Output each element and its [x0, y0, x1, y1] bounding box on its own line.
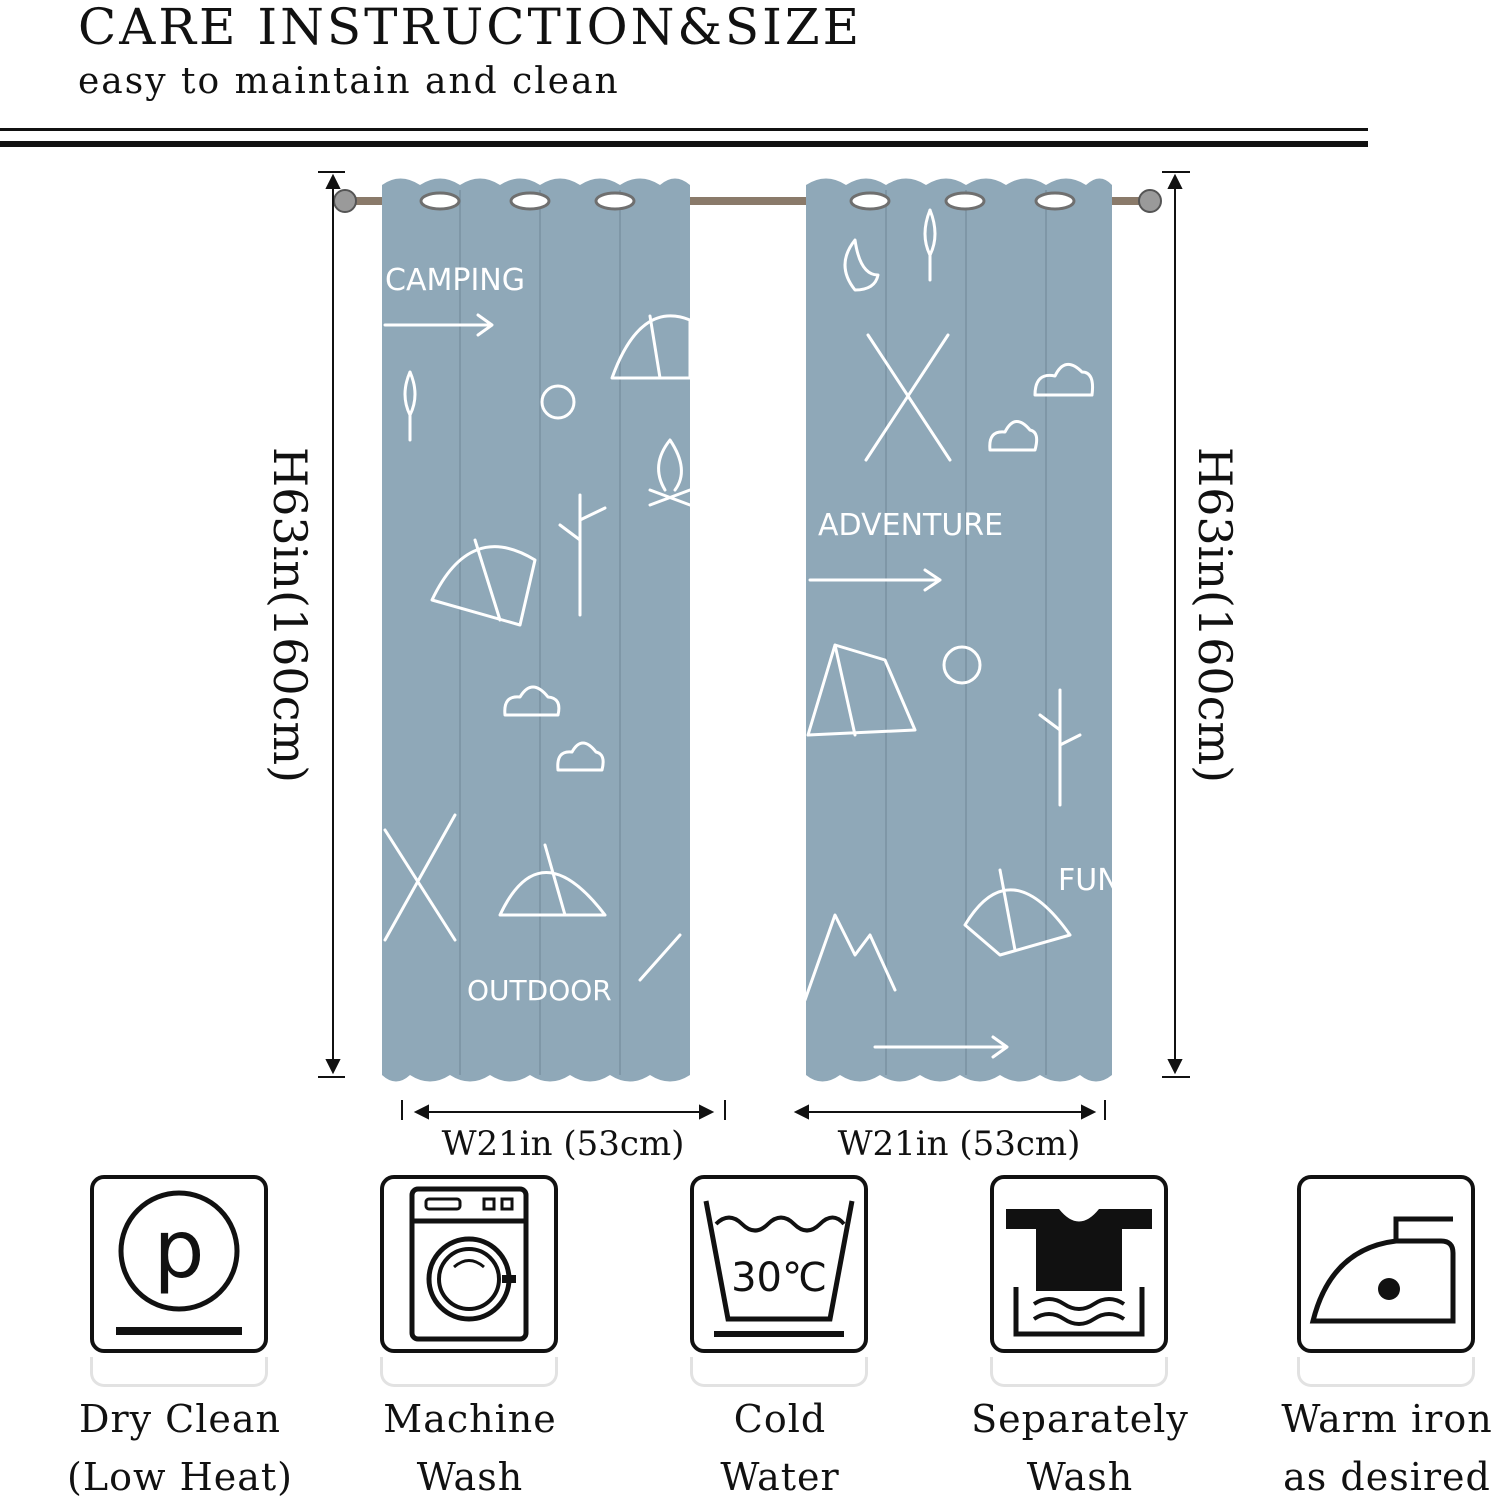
dimension-lines — [318, 171, 1190, 1120]
moon-icon — [843, 238, 880, 292]
separate-wash-icon — [990, 1175, 1168, 1353]
right-curtain-panel — [806, 178, 1112, 1082]
reflection — [990, 1357, 1168, 1387]
camping-doodles — [383, 208, 1094, 1059]
sun-icon — [942, 645, 982, 685]
height-label-left: H63in(160cm) — [263, 446, 317, 784]
signpost-icon — [1038, 688, 1082, 807]
care-item-cold-water: 30℃ Cold Water — [655, 1175, 905, 1499]
arrow-icon — [873, 1035, 1009, 1059]
page-subtitle: easy to maintain and clean — [78, 61, 620, 102]
care-item-dry-clean: p Dry Clean (Low Heat) — [55, 1175, 305, 1499]
print-words: CAMPING OUTDOOR ADVENTURE FUN — [385, 263, 1120, 1007]
cloud-icon — [988, 420, 1039, 452]
left-panel-fabric — [382, 178, 690, 1082]
left-curtain-panel — [382, 178, 690, 1082]
care-label: Warm iron as desired — [1281, 1397, 1493, 1499]
campfire-icon — [648, 438, 692, 507]
svg-text:30℃: 30℃ — [731, 1255, 827, 1301]
reflection — [90, 1357, 268, 1387]
print-word-camping: CAMPING — [385, 263, 525, 298]
crossed-arrows-icon — [864, 333, 952, 462]
header-divider-thick — [0, 141, 1368, 147]
care-label: Dry Clean (Low Heat) — [67, 1397, 293, 1499]
tent-icon — [498, 843, 607, 917]
grommets — [419, 191, 1076, 211]
tent-icon — [430, 538, 537, 627]
wash-tub-icon: 30℃ — [690, 1175, 868, 1353]
care-label: Machine Wash — [383, 1397, 557, 1499]
tent-icon — [806, 643, 917, 737]
arrow-icon — [383, 313, 494, 337]
width-label-right: W21in (53cm) — [837, 1124, 1081, 1164]
crossed-arrows-icon — [383, 813, 457, 942]
sun-icon — [540, 384, 576, 420]
arrow-icon — [808, 568, 942, 592]
right-panel-fabric — [806, 178, 1112, 1082]
curtain-illustration: CAMPING OUTDOOR ADVENTURE FUN — [318, 171, 1190, 1120]
care-label: Cold Water — [720, 1397, 840, 1499]
dry-clean-icon: p — [90, 1175, 268, 1353]
height-label-right: H63in(160cm) — [1188, 446, 1242, 784]
cloud-icon — [503, 685, 561, 717]
washing-machine-icon — [380, 1175, 558, 1353]
print-word-outdoor: OUTDOOR — [467, 974, 612, 1007]
print-word-adventure: ADVENTURE — [818, 508, 1003, 543]
header-divider-thin — [0, 128, 1368, 131]
svg-text:p: p — [154, 1203, 205, 1296]
cloud-icon — [556, 741, 605, 772]
reflection — [380, 1357, 558, 1387]
care-label: Separately Wash — [971, 1397, 1189, 1499]
signpost-icon — [558, 493, 607, 617]
care-item-warm-iron: Warm iron as desired — [1262, 1175, 1500, 1499]
tent-icon — [610, 314, 692, 380]
print-word-fun: FUN — [1058, 863, 1120, 898]
cloud-icon — [1033, 363, 1094, 397]
left-panel-folds — [459, 190, 621, 1075]
tree-icon — [923, 208, 937, 282]
iron-icon — [1297, 1175, 1475, 1353]
tree-icon — [403, 370, 417, 442]
page-title: CARE INSTRUCTION&SIZE — [78, 0, 863, 56]
tent-icon — [963, 868, 1072, 957]
width-label-left: W21in (53cm) — [441, 1124, 685, 1164]
mountain-icon — [638, 933, 682, 982]
care-item-separately-wash: Separately Wash — [955, 1175, 1205, 1499]
reflection — [1297, 1357, 1475, 1387]
mountain-icon — [803, 913, 897, 1002]
care-item-machine-wash: Machine Wash — [345, 1175, 595, 1499]
reflection — [690, 1357, 868, 1387]
